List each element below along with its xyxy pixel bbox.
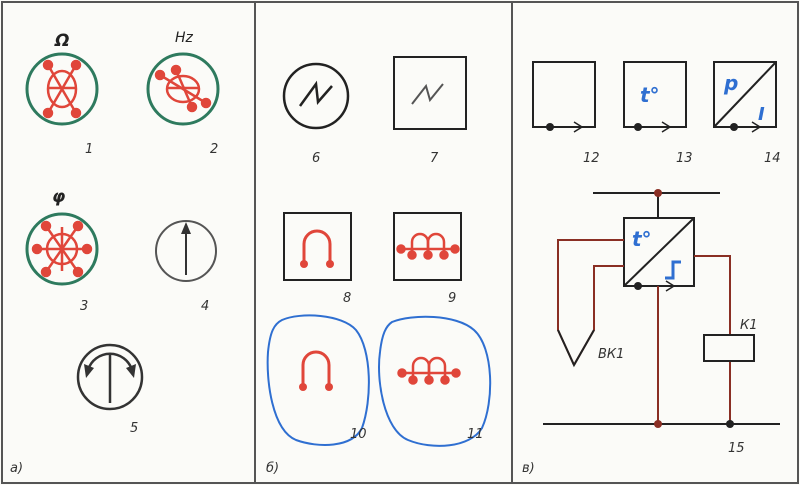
hz-symbol: Hz (175, 30, 194, 46)
label-8: 8 (343, 291, 351, 306)
panel-a-label: а) (10, 461, 23, 476)
bk1-label: ВК1 (598, 347, 624, 362)
symbol-11-multi-thermocouple-blob: 11 (378, 315, 492, 447)
panel-v-label: в) (522, 461, 535, 476)
label-14: 14 (764, 151, 781, 166)
symbol-8-thermocouple-square: 8 (283, 212, 352, 306)
label-1: 1 (85, 142, 93, 157)
k1-label: К1 (740, 318, 758, 333)
phi-symbol: φ (52, 187, 65, 207)
label-12: 12 (583, 151, 600, 166)
label-4: 4 (201, 299, 209, 314)
panel-b: 6 7 8 9 (266, 56, 492, 476)
symbol-10-thermocouple-blob: 10 (266, 314, 370, 446)
p-symbol: p (723, 71, 738, 95)
step-icon (665, 260, 681, 280)
t-relay-symbol: t° (632, 227, 652, 251)
label-9: 9 (448, 291, 456, 306)
panel-b-label: б) (266, 461, 279, 476)
symbol-6-circle-recorder: 6 (282, 62, 350, 166)
k1-coil (703, 334, 755, 362)
bk1-sensor (557, 329, 595, 368)
symbol-12-sensor-box: 12 (532, 61, 600, 166)
panel-v: 12 t° 13 p I 14 (522, 61, 781, 476)
label-10: 10 (350, 427, 367, 442)
i-symbol: I (758, 104, 765, 125)
label-3: 3 (80, 299, 88, 314)
label-15: 15 (728, 441, 745, 456)
symbol-9-multi-thermocouple-square: 9 (393, 212, 462, 306)
ohm-symbol: Ω (54, 31, 69, 51)
symbol-5-zero-center-meter: 5 (76, 343, 144, 436)
circuit-15-temperature-relay: t° ВК1 К1 15 (543, 189, 780, 456)
symbol-14-pressure-converter: p I 14 (713, 61, 781, 166)
label-5: 5 (130, 421, 138, 436)
symbol-2-frequency-meter: Hz 2 (146, 30, 220, 157)
symbol-7-square-recorder: 7 (393, 56, 467, 166)
symbol-3-phase-meter: φ 3 (25, 187, 99, 314)
label-13: 13 (676, 151, 693, 166)
symbol-4-pointer-meter: 4 (155, 220, 217, 314)
symbol-13-temperature-sensor: t° 13 (623, 61, 693, 166)
symbol-1-ohmmeter: Ω 1 (25, 31, 99, 157)
label-6: 6 (312, 151, 320, 166)
panel-a: Ω 1 Hz 2 (10, 30, 220, 476)
t-symbol: t° (640, 83, 660, 107)
label-2: 2 (210, 142, 218, 157)
label-7: 7 (430, 151, 439, 166)
label-11: 11 (467, 427, 484, 442)
